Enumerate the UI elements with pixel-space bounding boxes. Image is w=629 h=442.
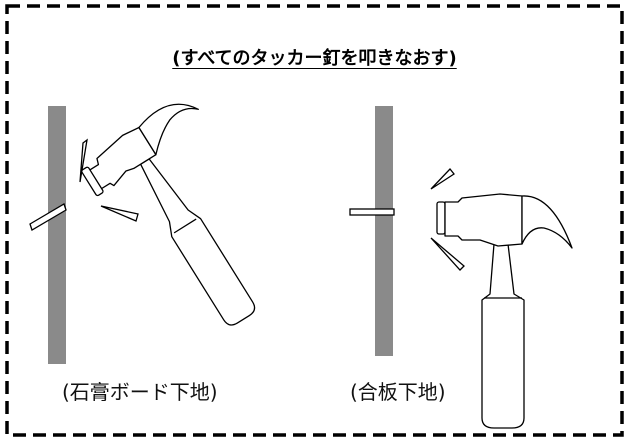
hammer-icon	[436, 193, 573, 429]
caption-gypsum-board: (石膏ボード下地)	[62, 380, 218, 404]
left-panel	[29, 103, 256, 364]
right-panel	[349, 106, 573, 429]
staple-icon	[349, 208, 395, 216]
impact-mark-icon	[430, 168, 455, 190]
hammer-icon	[81, 103, 256, 326]
staple-icon	[29, 203, 67, 231]
diagram-title: (すべてのタッカー釘を叩きなおす)	[172, 48, 457, 69]
plywood-stud	[375, 106, 393, 356]
impact-mark-icon	[100, 205, 139, 222]
dashed-border	[5, 4, 624, 437]
caption-plywood: (合板下地)	[350, 380, 446, 404]
gypsum-stud	[48, 106, 66, 364]
impact-mark-icon	[430, 237, 465, 271]
